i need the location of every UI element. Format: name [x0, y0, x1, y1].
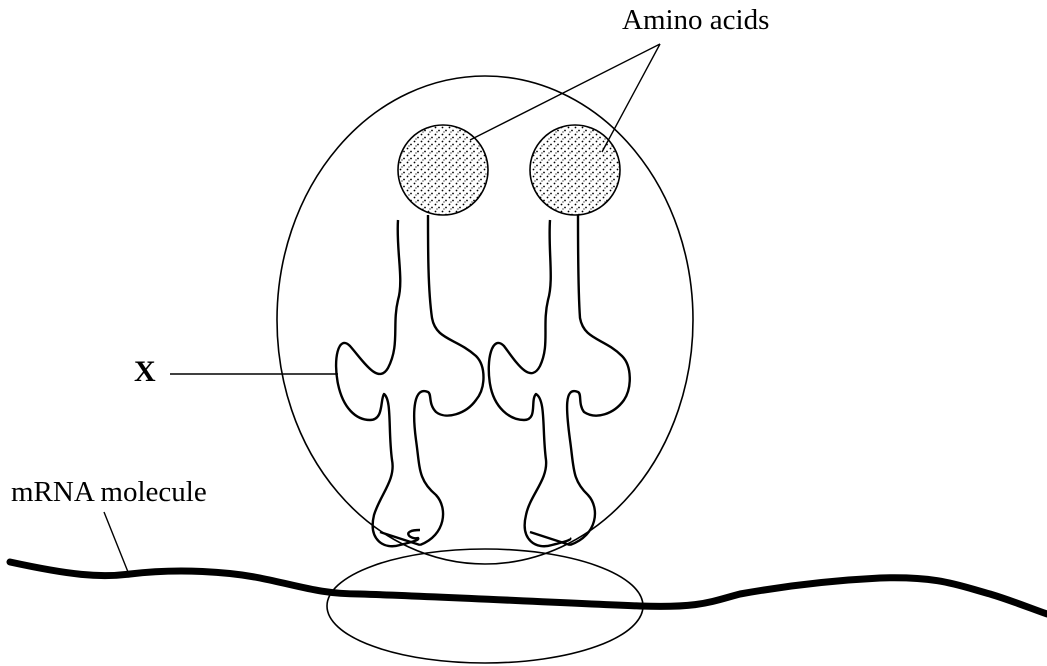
- ribosome-large-subunit: [277, 76, 693, 564]
- mrna-leader: [104, 512, 128, 572]
- anticodon-right: [530, 532, 570, 545]
- amino-acids-leader-right: [602, 44, 660, 152]
- trna-left: [336, 215, 483, 546]
- label-amino-acids: Amino acids: [622, 4, 769, 37]
- amino-acid-right: [530, 125, 620, 215]
- label-x: X: [134, 355, 156, 389]
- label-mrna-molecule: mRNA molecule: [11, 476, 207, 509]
- mrna-strand: [10, 562, 1047, 614]
- trna-right: [489, 215, 630, 546]
